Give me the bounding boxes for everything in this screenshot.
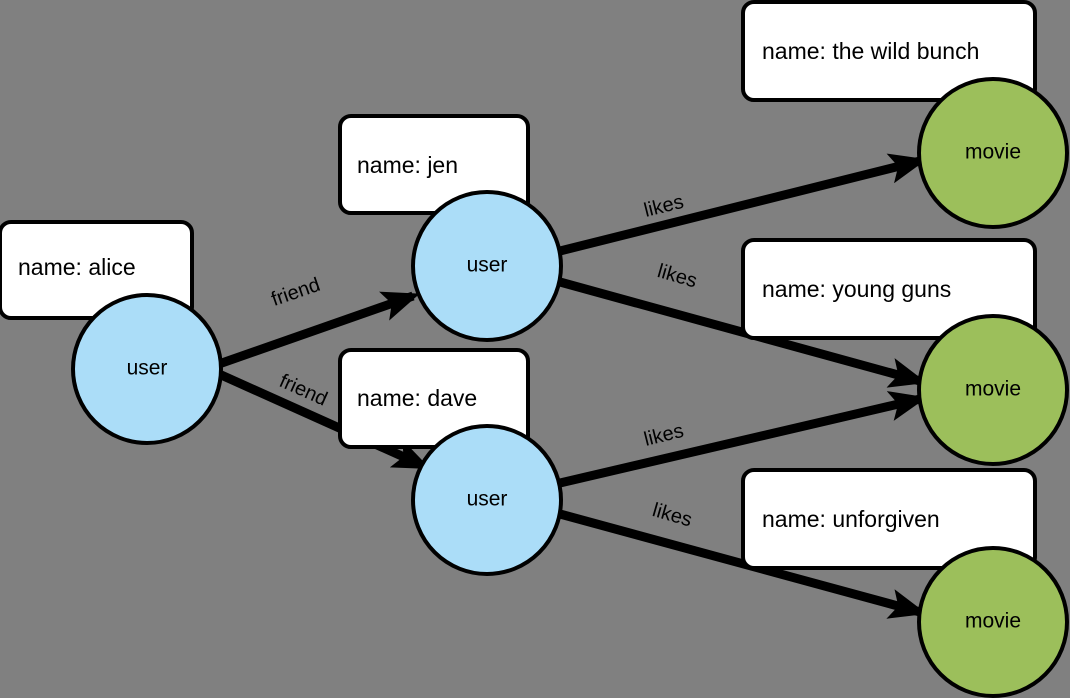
property-box-the-wild-bunch: name: the wild bunch — [741, 0, 1037, 102]
property-box-text: name: the wild bunch — [762, 38, 979, 64]
edge-alice-friend-dave[interactable] — [217, 369, 431, 471]
edge-label-likes-young-guns-dave: likes — [642, 420, 686, 451]
property-box-jen: name: jen — [338, 114, 530, 215]
node-circle — [917, 314, 1069, 466]
node-jen[interactable]: user — [411, 190, 563, 342]
property-box-unforgiven: name: unforgiven — [741, 468, 1037, 570]
node-circle — [917, 77, 1069, 229]
edge-line — [217, 291, 420, 369]
edge-line — [558, 153, 927, 256]
node-young-guns[interactable]: movie — [917, 314, 1069, 466]
edge-alice-friend-jen[interactable] — [217, 291, 420, 369]
edge-label-friend-jen: friend — [269, 274, 323, 311]
node-type-label: user — [467, 254, 508, 277]
property-box-text: name: jen — [357, 152, 458, 178]
node-circle — [71, 293, 223, 445]
property-box-dave: name: dave — [338, 348, 530, 449]
node-type-label: user — [467, 488, 508, 511]
edge-line — [558, 509, 927, 619]
property-box-text: name: unforgiven — [762, 506, 940, 532]
node-unforgiven[interactable]: movie — [917, 546, 1069, 698]
node-the-wild-bunch[interactable]: movie — [917, 77, 1069, 229]
node-type-label: movie — [965, 378, 1021, 401]
node-alice[interactable]: user — [71, 293, 223, 445]
node-circle — [411, 190, 563, 342]
node-circle — [917, 546, 1069, 698]
edge-label-likes-young-guns-jen: likes — [655, 260, 700, 292]
property-box-shape — [741, 238, 1037, 340]
node-type-label: user — [127, 357, 168, 380]
edge-label-likes-unforgiven: likes — [650, 499, 695, 531]
property-box-young-guns: name: young guns — [741, 238, 1037, 340]
edge-line — [558, 391, 928, 488]
property-box-text: name: young guns — [762, 276, 951, 302]
property-box-shape — [741, 468, 1037, 570]
node-type-label: movie — [965, 610, 1021, 633]
property-box-text: name: dave — [357, 385, 477, 411]
property-boxes-layer: name: alice name: jen name: dave name: t… — [0, 0, 1037, 570]
node-circle — [411, 424, 563, 576]
edge-jen-likes-wild-bunch[interactable] — [558, 153, 927, 256]
edge-dave-likes-young-guns[interactable] — [558, 391, 928, 488]
property-box-text: name: alice — [18, 254, 136, 280]
edge-dave-likes-unforgiven[interactable] — [558, 509, 927, 619]
edge-line — [217, 369, 431, 471]
edge-line — [558, 277, 927, 388]
edges-layer — [217, 153, 928, 619]
nodes-layer: user user user movie movie movie — [71, 77, 1069, 698]
node-type-label: movie — [965, 141, 1021, 164]
node-dave[interactable]: user — [411, 424, 563, 576]
edge-jen-likes-young-guns[interactable] — [558, 277, 927, 388]
property-box-shape — [741, 0, 1037, 102]
